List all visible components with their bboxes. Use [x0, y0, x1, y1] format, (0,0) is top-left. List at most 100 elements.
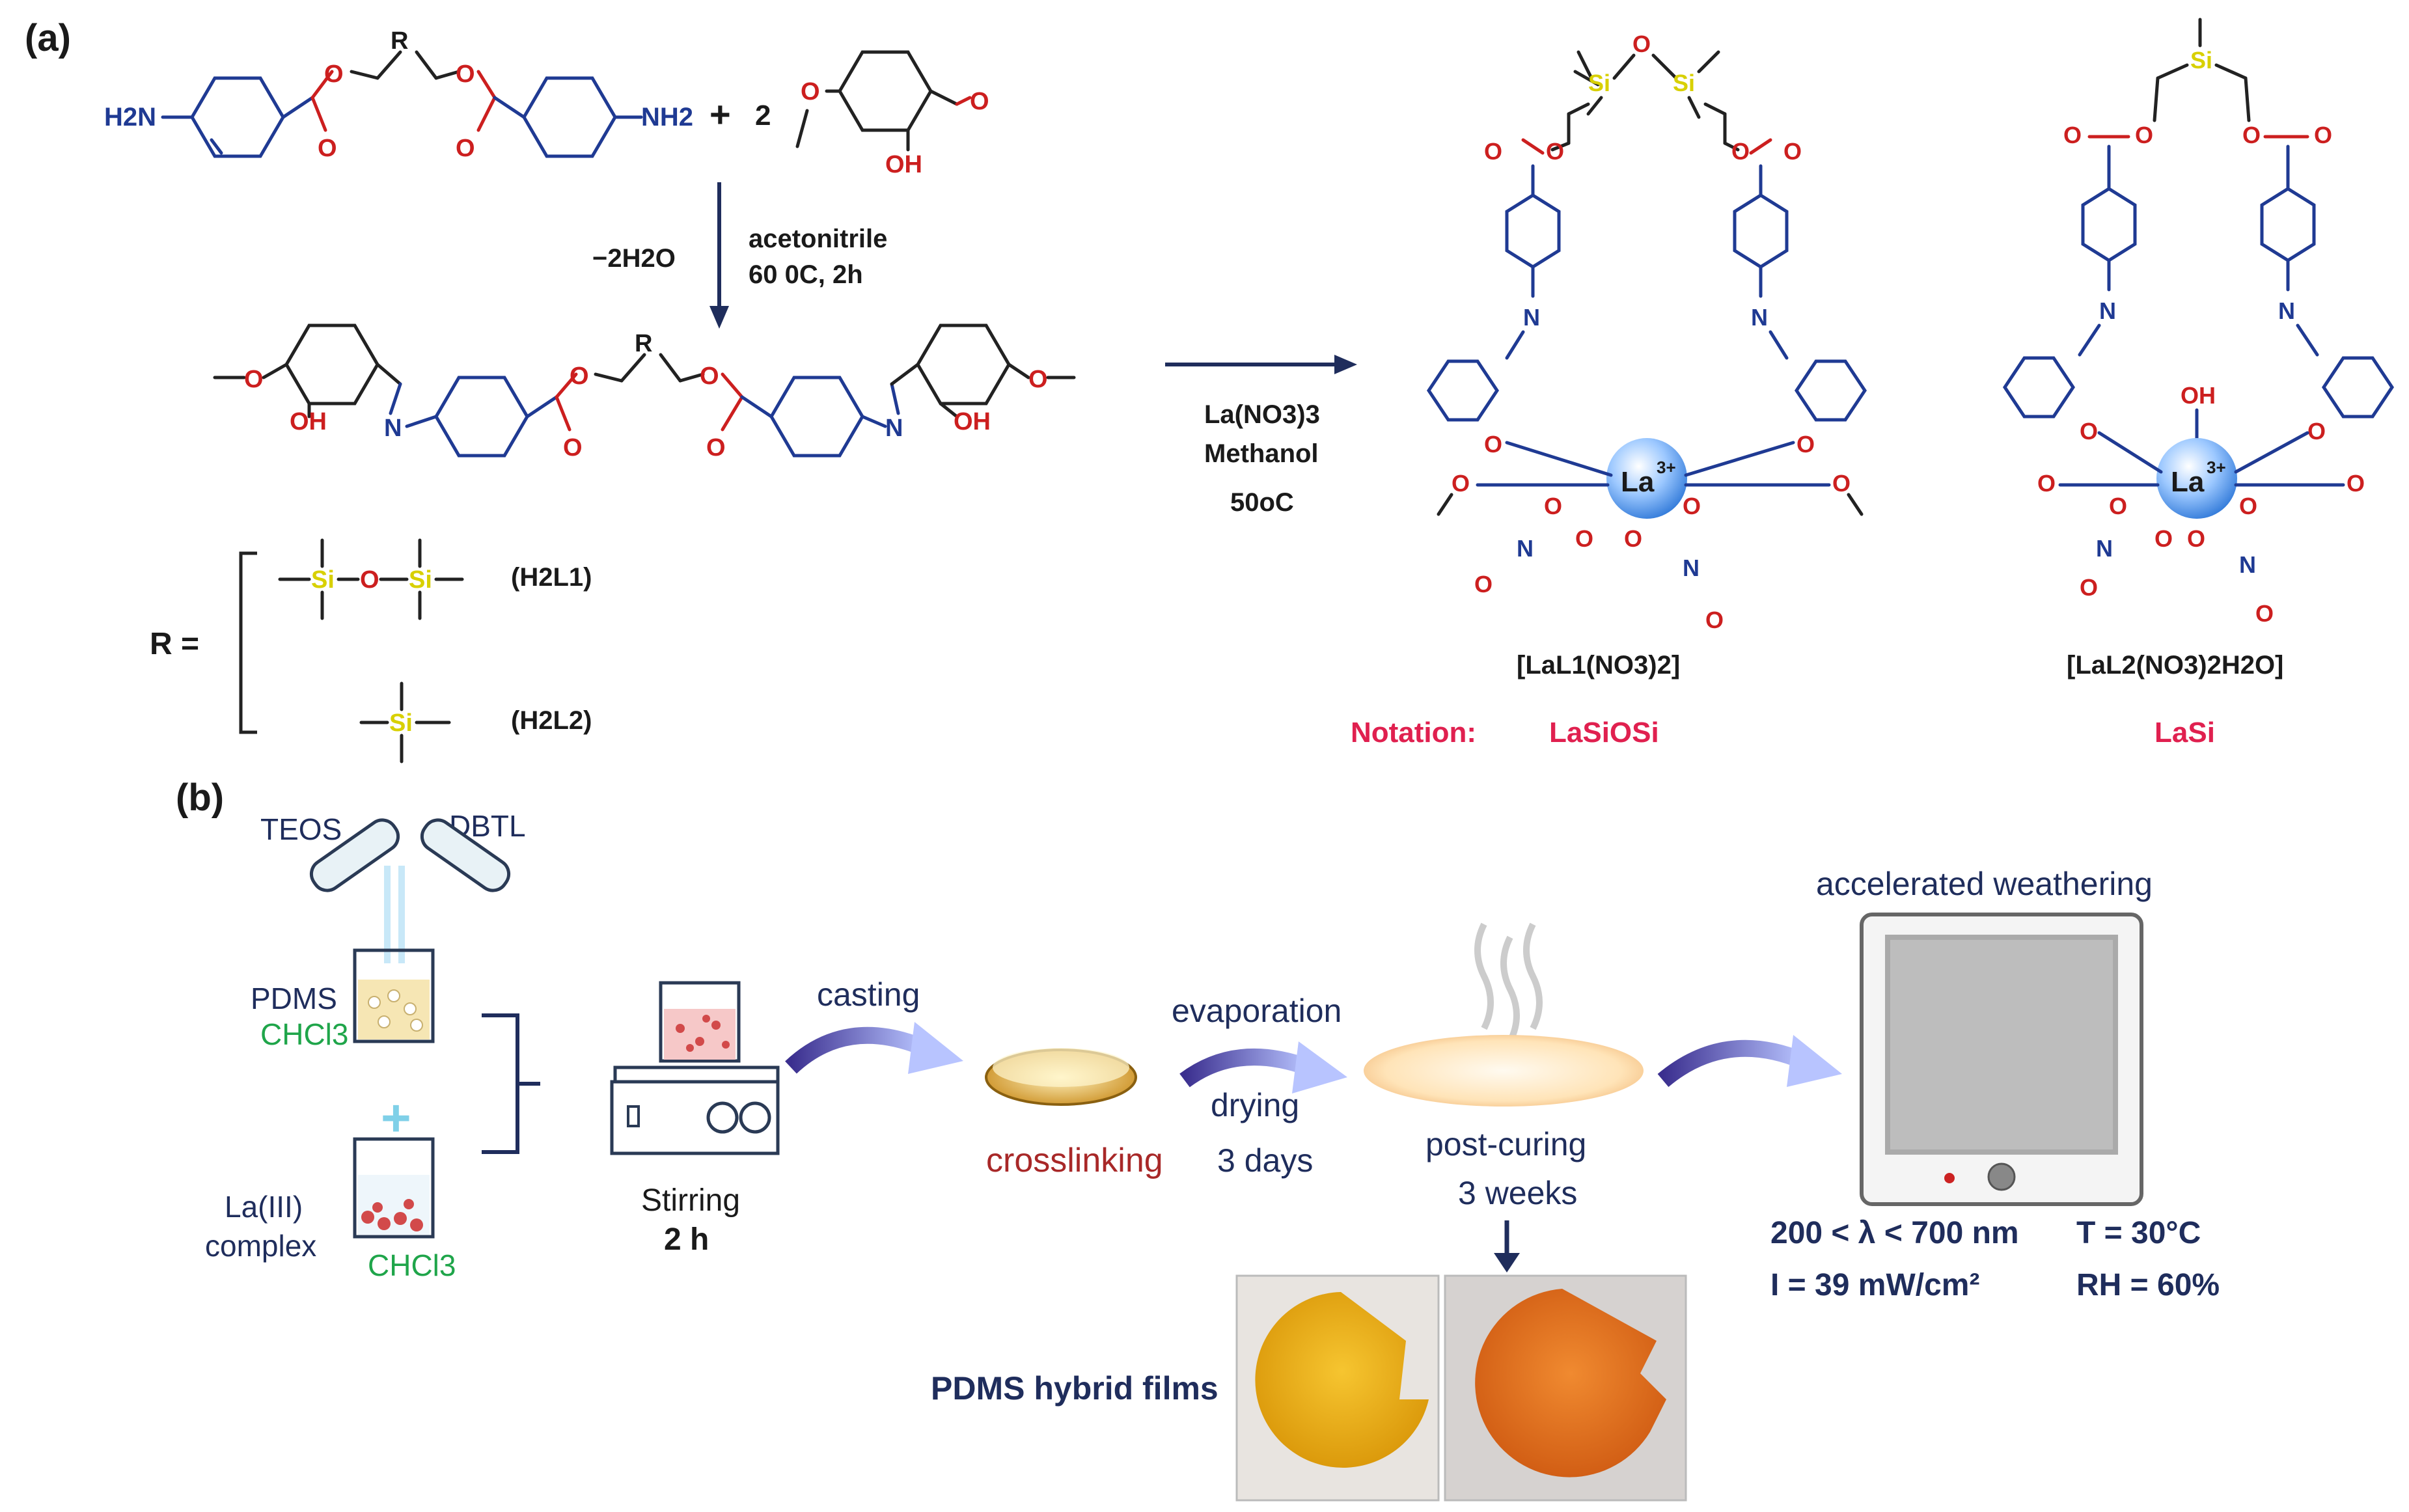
chcl3-label-top: CHCl3: [260, 1017, 348, 1051]
ligand-ester-o-left: O: [570, 363, 589, 390]
post-curing-label: post-curing: [1425, 1126, 1586, 1162]
petri-dish: [985, 1048, 1137, 1106]
methoxy-o-reactant: O: [801, 78, 820, 105]
complex1-nitrate1-o2: O: [1575, 525, 1593, 552]
films-label: PDMS hybrid films: [931, 1370, 1218, 1407]
imine-n-right: N: [885, 415, 903, 442]
complex1-ester-o-left: O: [1546, 138, 1564, 165]
complex2-la-charge: 3+: [2207, 458, 2226, 477]
complex2-structure: Si O O O O N N O O O O OH La 3+: [2002, 18, 2395, 627]
r-equals: R =: [150, 627, 199, 661]
oh-reactant: OH: [885, 151, 922, 178]
complex2-nitrate1-o1: O: [2109, 493, 2127, 519]
complex2-nitrate2-o2: O: [2239, 493, 2257, 519]
complex2-phenoxy-o-right: O: [2307, 418, 2326, 445]
methoxy-o-left-ligand: O: [244, 366, 264, 393]
siloxane-o: O: [360, 566, 379, 594]
r-option-siosi: Si O Si: [278, 538, 464, 620]
complex2-carbonyl-o-left: O: [2063, 122, 2082, 148]
complex1-la-charge: 3+: [1657, 458, 1676, 477]
complex1-methoxy-o-left: O: [1452, 470, 1470, 497]
casting-arrow: [785, 1026, 928, 1074]
step1-water: −2H2O: [592, 244, 676, 273]
imine-n-left: N: [384, 415, 402, 442]
stoichiometry: 2: [755, 100, 771, 131]
ligand-structure: O OH N O O R O O N OH O: [213, 323, 1076, 461]
complex2-methoxy-o-left: O: [2037, 470, 2056, 497]
condition-wavelength: 200 < λ < 700 nm: [1770, 1216, 2019, 1250]
complex1-structure: Si O Si O O O O N N O O O O: [1426, 31, 1867, 633]
condition-rh: RH = 60%: [2076, 1268, 2220, 1302]
r-option-si: Si: [359, 681, 451, 763]
complex1-ester-o-right: O: [1731, 138, 1750, 165]
pipette-stream-right: [398, 866, 405, 963]
complex1-siloxane-o: O: [1632, 31, 1651, 57]
r-group-ligand: R: [635, 330, 652, 357]
carbonyl-o-left: O: [318, 135, 337, 162]
complex2-nitrate2-n: N: [2239, 551, 2256, 578]
step2-arrowhead: [1334, 355, 1357, 374]
complex2-methoxy-o-right: O: [2347, 470, 2365, 497]
notation-label: Notation:: [1351, 717, 1476, 749]
weathering-title: accelerated weathering: [1816, 866, 2153, 902]
complex1-si-left: Si: [1588, 70, 1610, 96]
complex2-ester-o-left: O: [2135, 122, 2153, 148]
oh-left-ligand: OH: [290, 408, 327, 435]
weathering-arrow: [1657, 1039, 1806, 1088]
film-photo-yellow: [1235, 1274, 1440, 1502]
pdms-label: PDMS: [251, 982, 337, 1015]
complex1-nitrate1-o1: O: [1544, 493, 1562, 519]
complex1-phenoxy-o-left: O: [1484, 431, 1502, 458]
panel-a-label: (a): [25, 17, 71, 59]
complex2-imine-n-right: N: [2278, 297, 2295, 324]
step1-arrowhead: [709, 306, 729, 329]
si-single: Si: [389, 709, 413, 737]
curing-film: [1364, 922, 1644, 1107]
step1-solvent: acetonitrile: [749, 225, 887, 253]
complex2-nitrate1-n: N: [2096, 535, 2113, 562]
plus-icon: +: [381, 1089, 411, 1147]
r-option2-label: (H2L2): [511, 706, 592, 735]
notation-laSiOSi: LaSiOSi: [1549, 717, 1659, 749]
methoxy-o-right-ligand: O: [1028, 366, 1048, 393]
weathering-arrowhead: [1787, 1035, 1842, 1087]
step1-conditions: 60 0C, 2h: [749, 260, 863, 289]
complex2-nitrate2-o3: O: [2255, 600, 2274, 627]
aldehyde-o: O: [970, 88, 989, 115]
complex2-nitrate1-o2: O: [2154, 525, 2173, 552]
r-bracket: [239, 551, 257, 734]
la-complex-beaker: [353, 1137, 435, 1239]
ligand-carbonyl-o-right: O: [706, 434, 726, 461]
casting-arrowhead: [908, 1022, 963, 1074]
step2-reagent: La(NO3)3: [1204, 400, 1320, 429]
oh-right-ligand: OH: [954, 408, 991, 435]
drying-label: drying: [1211, 1087, 1299, 1123]
weathering-chamber: [1860, 913, 2143, 1206]
stirring-time: 2 h: [664, 1222, 709, 1257]
plus-sign: +: [709, 94, 731, 135]
stirring-label: Stirring: [641, 1183, 740, 1218]
complex1-nitrate1-o3: O: [1474, 571, 1493, 598]
pipette-stream-left: [384, 866, 391, 963]
complex1-imine-n-left: N: [1523, 304, 1540, 331]
films-down-arrowhead: [1494, 1253, 1520, 1272]
evaporation-label: evaporation: [1172, 993, 1342, 1029]
complex2-formula: [LaL2(NO3)2H2O]: [2067, 651, 2283, 680]
complex2-nitrate2-o1: O: [2187, 525, 2205, 552]
film-photo-orange: [1444, 1274, 1687, 1502]
complex2-nitrate1-o3: O: [2080, 574, 2098, 601]
panel-b-label: (b): [176, 777, 224, 819]
complex1-nitrate2-o1: O: [1624, 525, 1642, 552]
teos-label: TEOS: [260, 812, 342, 846]
ester-o-right: O: [456, 61, 475, 88]
complex1-methoxy-o-right: O: [1832, 470, 1851, 497]
ligand-ester-o-right: O: [700, 363, 719, 390]
complex1-carbonyl-o-left: O: [1484, 138, 1502, 165]
complex1-la-label: La: [1621, 466, 1655, 498]
complex1-nitrate2-o2: O: [1683, 493, 1701, 519]
evaporation-arrow: [1179, 1049, 1312, 1088]
evaporation-arrowhead: [1292, 1041, 1347, 1093]
step2-temp: 50oC: [1230, 488, 1294, 517]
complex1-nitrate2-o3: O: [1705, 607, 1724, 633]
